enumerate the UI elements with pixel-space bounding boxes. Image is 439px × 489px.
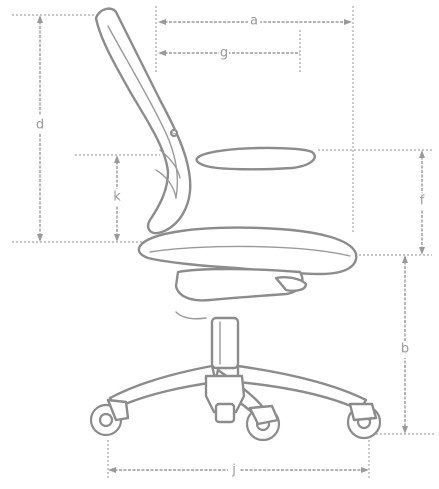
label-e: e [171,126,177,137]
label-f: f [420,194,425,209]
chair-drawing [89,7,382,442]
label-k: k [113,190,121,205]
label-a: a [250,14,258,29]
label-j: j [231,463,236,478]
extension-lines [12,6,436,478]
seat-mechanism [174,267,304,302]
label-d: d [36,118,44,133]
base-hub [204,374,246,414]
armrest [195,146,316,171]
caster-left [89,398,130,437]
label-b: b [401,342,409,357]
label-g: g [220,46,228,61]
caster-right [346,402,382,440]
gas-cylinder [210,316,240,370]
seat [137,226,358,276]
caster-center [245,404,281,442]
backrest [94,7,192,235]
dimension-labels: a g d k f b e j [33,13,429,479]
